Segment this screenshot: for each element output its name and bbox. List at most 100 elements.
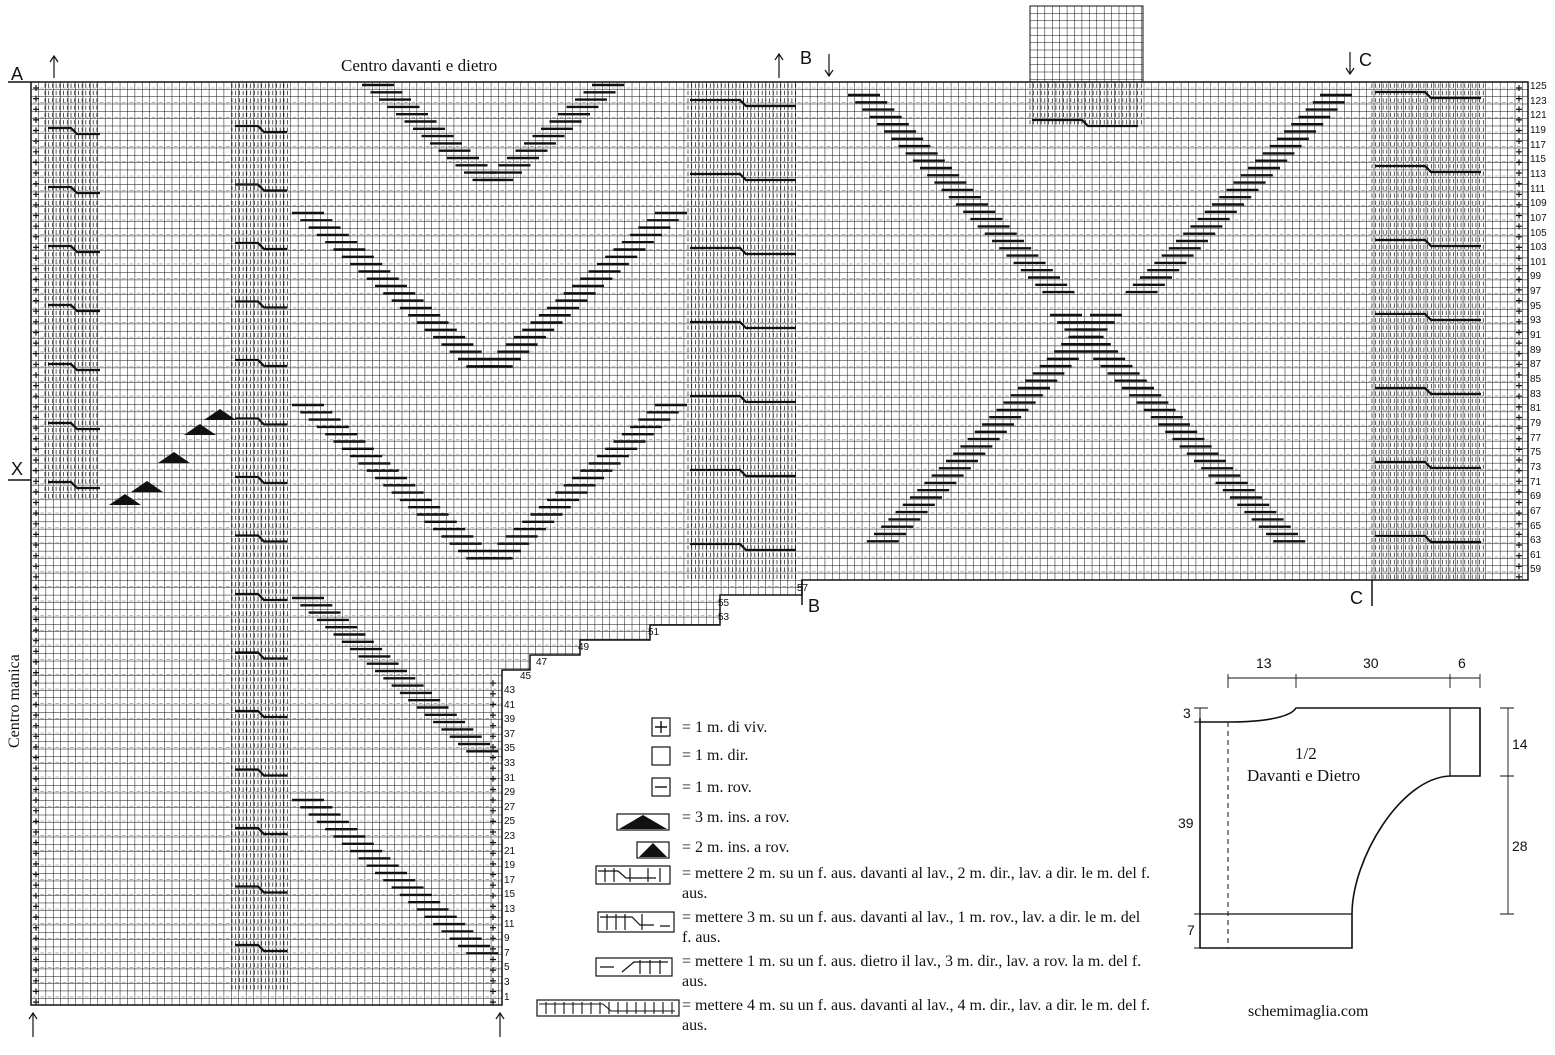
arrow-down-icon-head — [824, 69, 834, 78]
row-number: 47 — [536, 657, 548, 668]
row-number: 55 — [718, 598, 730, 609]
row-number: 77 — [1530, 432, 1542, 444]
row-number: 115 — [1530, 154, 1546, 166]
row-number: 113 — [1530, 168, 1546, 180]
legend-entry-text: = mettere 2 m. su un f. aus. davanti al … — [682, 865, 1151, 902]
arrow-up-icon-head — [495, 1011, 505, 1020]
dim-right-28: 28 — [1512, 838, 1528, 854]
row-number: 101 — [1530, 256, 1547, 268]
row-number: 5 — [504, 962, 510, 974]
minus-box-icon — [651, 777, 671, 797]
selvedge-marks — [33, 85, 1522, 1005]
row-number: 15 — [504, 889, 516, 901]
panel-cable-crossing — [1032, 82, 1138, 128]
row-number: 71 — [1530, 476, 1542, 488]
cable-crossing-line — [1125, 93, 1352, 294]
row-number: 103 — [1530, 242, 1547, 254]
row-number: 91 — [1530, 330, 1542, 342]
triangle-3-icon — [616, 813, 670, 831]
cable-crossing-line — [292, 596, 499, 753]
neck-extension-grid — [1029, 5, 1143, 82]
cable-4-4-icon — [536, 999, 680, 1017]
row-number: 65 — [1530, 520, 1542, 532]
cable-crossing-line — [480, 403, 687, 560]
row-number: 63 — [1530, 535, 1542, 547]
panel-cable-crossing — [48, 126, 100, 490]
row-number: 79 — [1530, 417, 1542, 429]
row-number: 121 — [1530, 110, 1547, 122]
site-credit: schemimaglia.com — [1248, 1003, 1369, 1020]
decrease-triangle — [131, 481, 163, 492]
row-number: 99 — [1530, 271, 1542, 283]
grid-lines — [31, 82, 1528, 1005]
sleeve-center-label: Centro manica — [6, 654, 23, 748]
row-number: 105 — [1530, 227, 1547, 239]
neck-extension-box — [1029, 5, 1144, 83]
cable-crossing-line — [292, 798, 499, 955]
schematic-outline — [1199, 707, 1481, 949]
row-number: 87 — [1530, 359, 1542, 371]
marker-c-top: C — [1359, 50, 1372, 70]
dim-top-30: 30 — [1363, 655, 1379, 671]
row-number: 59 — [1530, 564, 1542, 576]
row-number: 39 — [504, 714, 516, 726]
row-number: 37 — [504, 728, 516, 740]
cable-crossing-line — [362, 83, 505, 182]
arrow-down-icon-head — [1345, 67, 1355, 76]
row-number: 93 — [1530, 315, 1542, 327]
legend-entry-text: = mettere 3 m. su un f. aus. davanti al … — [682, 909, 1141, 946]
row-number: 45 — [520, 671, 532, 682]
chart-outline — [30, 81, 1529, 1006]
row-number: 19 — [504, 860, 516, 872]
row-number: 119 — [1530, 124, 1546, 136]
row-number: 61 — [1530, 549, 1542, 561]
row-number: 1 — [504, 991, 510, 1003]
cable-3-1-icon-glyph — [600, 914, 670, 930]
cable-crossing-line — [481, 83, 624, 182]
empty-box-icon — [651, 746, 671, 766]
cable-2-2-icon — [595, 865, 671, 885]
row-number: 49 — [578, 642, 590, 653]
row-number: 7 — [504, 947, 510, 959]
plus-box-icon — [651, 717, 671, 737]
legend-entry-text: = 3 m. ins. a rov. — [682, 809, 790, 826]
chart-title: Centro davanti e dietro — [341, 56, 498, 75]
row-number: 51 — [648, 627, 660, 638]
cable-crossing-line — [292, 403, 499, 560]
dim-left-7: 7 — [1187, 922, 1195, 938]
marker-b-top: B — [800, 48, 813, 68]
legend-entry-text: = mettere 1 m. su un f. aus. dietro il l… — [682, 953, 1142, 990]
row-number: 29 — [504, 787, 516, 799]
row-number: 95 — [1530, 300, 1542, 312]
cable-crossing-line — [866, 313, 1122, 543]
triangle-2-icon — [636, 841, 670, 859]
legend-entry-text: = mettere 4 m. su un f. aus. davanti al … — [682, 997, 1151, 1034]
row-number: 3 — [504, 977, 510, 988]
row-number: 21 — [504, 845, 516, 857]
row-number: 33 — [504, 758, 516, 769]
row-number: 43 — [504, 685, 516, 696]
legend-entry-text: = 2 m. ins. a rov. — [682, 839, 790, 856]
purl-stitch-marks — [1371, 83, 1484, 579]
row-number: 17 — [504, 874, 516, 886]
arrow-up-icon-head — [774, 52, 784, 61]
row-number: 89 — [1530, 344, 1542, 356]
cable-1-3-icon — [595, 957, 673, 977]
row-number: 111 — [1530, 183, 1546, 195]
row-number: 27 — [504, 801, 516, 813]
marker-a: A — [11, 64, 24, 84]
panel-cable-crossing — [690, 98, 796, 552]
cable-1-3-icon-glyph — [600, 960, 668, 974]
plus-box-icon-glyph — [655, 721, 667, 733]
decrease-triangle — [184, 424, 216, 435]
marker-b-bottom: B — [808, 596, 821, 616]
purl-stitch-marks — [1029, 83, 1142, 125]
row-number: 107 — [1530, 212, 1547, 224]
cable-crossing-line — [292, 211, 499, 368]
schematic-left-dimension — [1194, 707, 1208, 949]
cable-crossing-line — [480, 211, 687, 368]
row-number: 67 — [1530, 505, 1542, 517]
schematic-right-dimension — [1500, 707, 1514, 915]
decrease-triangle — [204, 409, 236, 420]
